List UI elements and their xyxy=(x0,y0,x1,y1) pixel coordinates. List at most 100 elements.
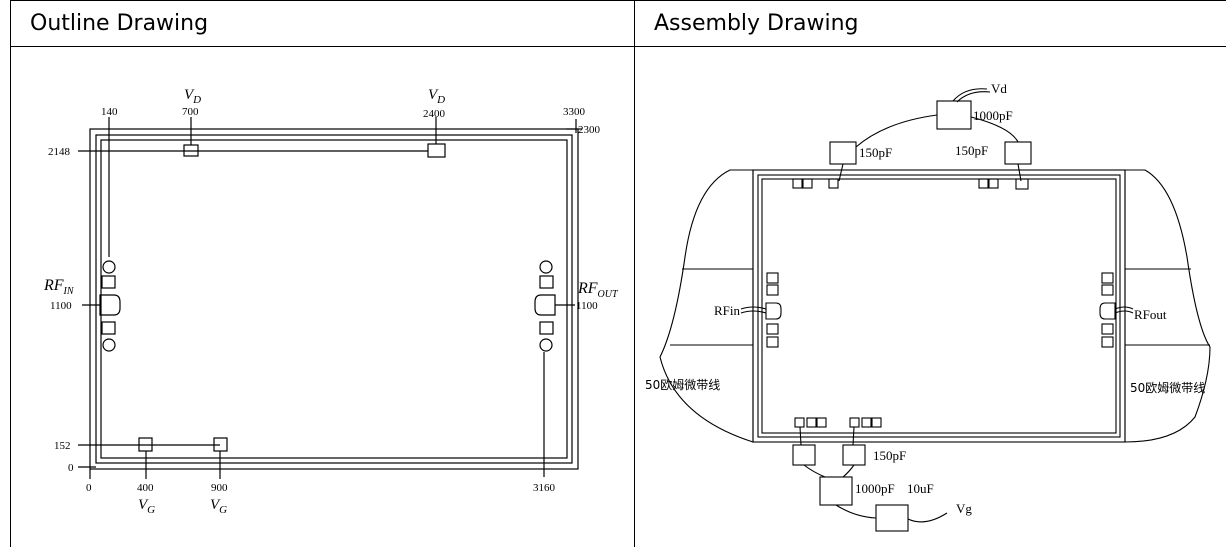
wire-bottom-3 xyxy=(835,504,877,519)
rf-in-via-2 xyxy=(102,338,116,352)
assembly-drawing-header: Assembly Drawing xyxy=(654,10,859,36)
dim-3300: 3300 xyxy=(563,106,586,118)
rfout-label: RFout xyxy=(1134,307,1167,322)
rf-out-pad-main xyxy=(534,294,556,316)
assembly-chip-inner-2 xyxy=(761,178,1117,434)
rf-out-via-2 xyxy=(539,338,553,352)
chip-outline xyxy=(89,128,579,470)
rf-in-pad-2 xyxy=(101,321,116,335)
wire-vd-right xyxy=(970,116,1019,143)
dim-2148: 2148 xyxy=(48,146,71,158)
microstrip-left-label: 50欧姆微带线 xyxy=(645,378,720,392)
rf-out-pad-stack-3 xyxy=(1101,323,1114,335)
dim-900: 900 xyxy=(211,482,228,494)
header-divider xyxy=(10,46,1226,47)
dim-0-left: 0 xyxy=(68,462,74,474)
outline-drawing-header: Outline Drawing xyxy=(30,10,209,36)
cap-150pf-right-label: 150pF xyxy=(955,143,988,158)
dim-400: 400 xyxy=(137,482,154,494)
table-left-border xyxy=(10,0,11,547)
dim-152: 152 xyxy=(54,440,71,452)
rf-in-pad-1 xyxy=(101,275,116,289)
rf-in-pad-main xyxy=(99,294,121,316)
microstrip-right-label: 50欧姆微带线 xyxy=(1130,381,1205,395)
wire-vg xyxy=(907,512,948,523)
cap-1000pf-bottom-label: 1000pF xyxy=(855,481,895,496)
cap-150pf-top-right xyxy=(1004,141,1032,165)
dim-140: 140 xyxy=(101,106,118,118)
cap-150pf-left-label: 150pF xyxy=(859,145,892,160)
column-divider xyxy=(634,0,635,547)
table-top-border xyxy=(10,0,1226,1)
dim-2400: 2400 xyxy=(423,108,446,120)
wire-bottom-1 xyxy=(799,426,855,446)
vg-label-900: VG xyxy=(210,497,227,516)
pad-bottom-right-b xyxy=(861,417,872,428)
pad-bottom-right-c xyxy=(871,417,882,428)
assembly-chip xyxy=(752,169,1126,443)
rf-out-pad-2 xyxy=(539,321,554,335)
rf-out-label: RFOUT xyxy=(577,280,619,300)
outline-drawing: VD VD 140 700 2400 3300 2300 2148 RFIN 1… xyxy=(43,87,619,516)
dim-2300: 2300 xyxy=(578,124,601,136)
vg-label-400: VG xyxy=(138,497,155,516)
chip-inner-outline xyxy=(95,134,573,464)
cap-150pf-bottom-label: 150pF xyxy=(873,448,906,463)
microstrip-board-right xyxy=(1124,169,1211,443)
dim-1100-right: 1100 xyxy=(576,300,598,312)
rf-in-pad-stack-3 xyxy=(766,323,779,335)
rf-in-pad-assembly xyxy=(765,302,782,320)
pad-top-right-c xyxy=(1015,178,1029,190)
rf-out-via xyxy=(539,260,553,274)
cap-150pf-bottom-left xyxy=(792,444,816,466)
wire-vd-in xyxy=(952,88,991,103)
dim-3160: 3160 xyxy=(533,482,556,494)
pad-top-right-a xyxy=(978,178,989,189)
cap-10uf-label: 10uF xyxy=(907,481,934,496)
microstrip-board-left xyxy=(659,169,754,443)
pad-bottom-left-b xyxy=(806,417,817,428)
dim-0-bottom: 0 xyxy=(86,482,92,494)
cap-150pf-top-left xyxy=(829,141,857,165)
assembly-drawing: Vd 1000pF 150pF 150pF RFin RFout 50欧姆微带线… xyxy=(645,81,1211,532)
cap-1000pf-bottom xyxy=(819,476,853,506)
rf-in-label: RFIN xyxy=(43,277,75,297)
dim-1100-left: 1100 xyxy=(50,300,72,312)
rf-out-pad-stack-4 xyxy=(1101,336,1114,348)
wire-bottom-2 xyxy=(803,464,855,478)
rf-out-pad-stack-1 xyxy=(1101,272,1114,284)
cap-1000pf-top-label: 1000pF xyxy=(973,108,1013,123)
wire-cap-right-chip xyxy=(1017,163,1022,182)
pad-bottom-left-a xyxy=(794,417,805,428)
cap-150pf-bottom-right xyxy=(842,444,866,466)
rf-out-pad-1 xyxy=(539,275,554,289)
vg-assembly-label: Vg xyxy=(956,501,972,516)
pad-top-left-c xyxy=(828,178,839,189)
cap-10uf xyxy=(875,504,909,532)
assembly-chip-inner xyxy=(757,174,1121,438)
pad-top-left-b xyxy=(802,178,813,189)
pad-bottom-left-c xyxy=(816,417,827,428)
dim-700: 700 xyxy=(182,106,199,118)
wire-cap-left-chip xyxy=(838,163,844,182)
rf-in-via xyxy=(102,260,116,274)
rf-in-bond-wire xyxy=(740,306,767,314)
rf-out-pad-stack-2 xyxy=(1101,284,1114,296)
pad-top-left-a xyxy=(792,178,803,189)
rf-out-bond-wire xyxy=(1114,306,1134,314)
pad-top-right-b xyxy=(988,178,999,189)
vd-pad-2400 xyxy=(427,143,446,158)
rfin-label: RFin xyxy=(714,303,741,318)
chip-inner-outline-2 xyxy=(100,139,568,459)
wire-vd-left xyxy=(855,114,938,148)
rf-in-pad-stack-2 xyxy=(766,284,779,296)
vd-label-2400: VD xyxy=(428,87,445,106)
vd-label: Vd xyxy=(991,81,1007,96)
cap-1000pf-top xyxy=(936,100,972,130)
pad-bottom-right-a xyxy=(849,417,860,428)
rf-in-pad-stack-1 xyxy=(766,272,779,284)
vd-label-700: VD xyxy=(184,87,201,106)
rf-out-pad-assembly xyxy=(1099,302,1116,320)
rf-in-pad-stack-4 xyxy=(766,336,779,348)
